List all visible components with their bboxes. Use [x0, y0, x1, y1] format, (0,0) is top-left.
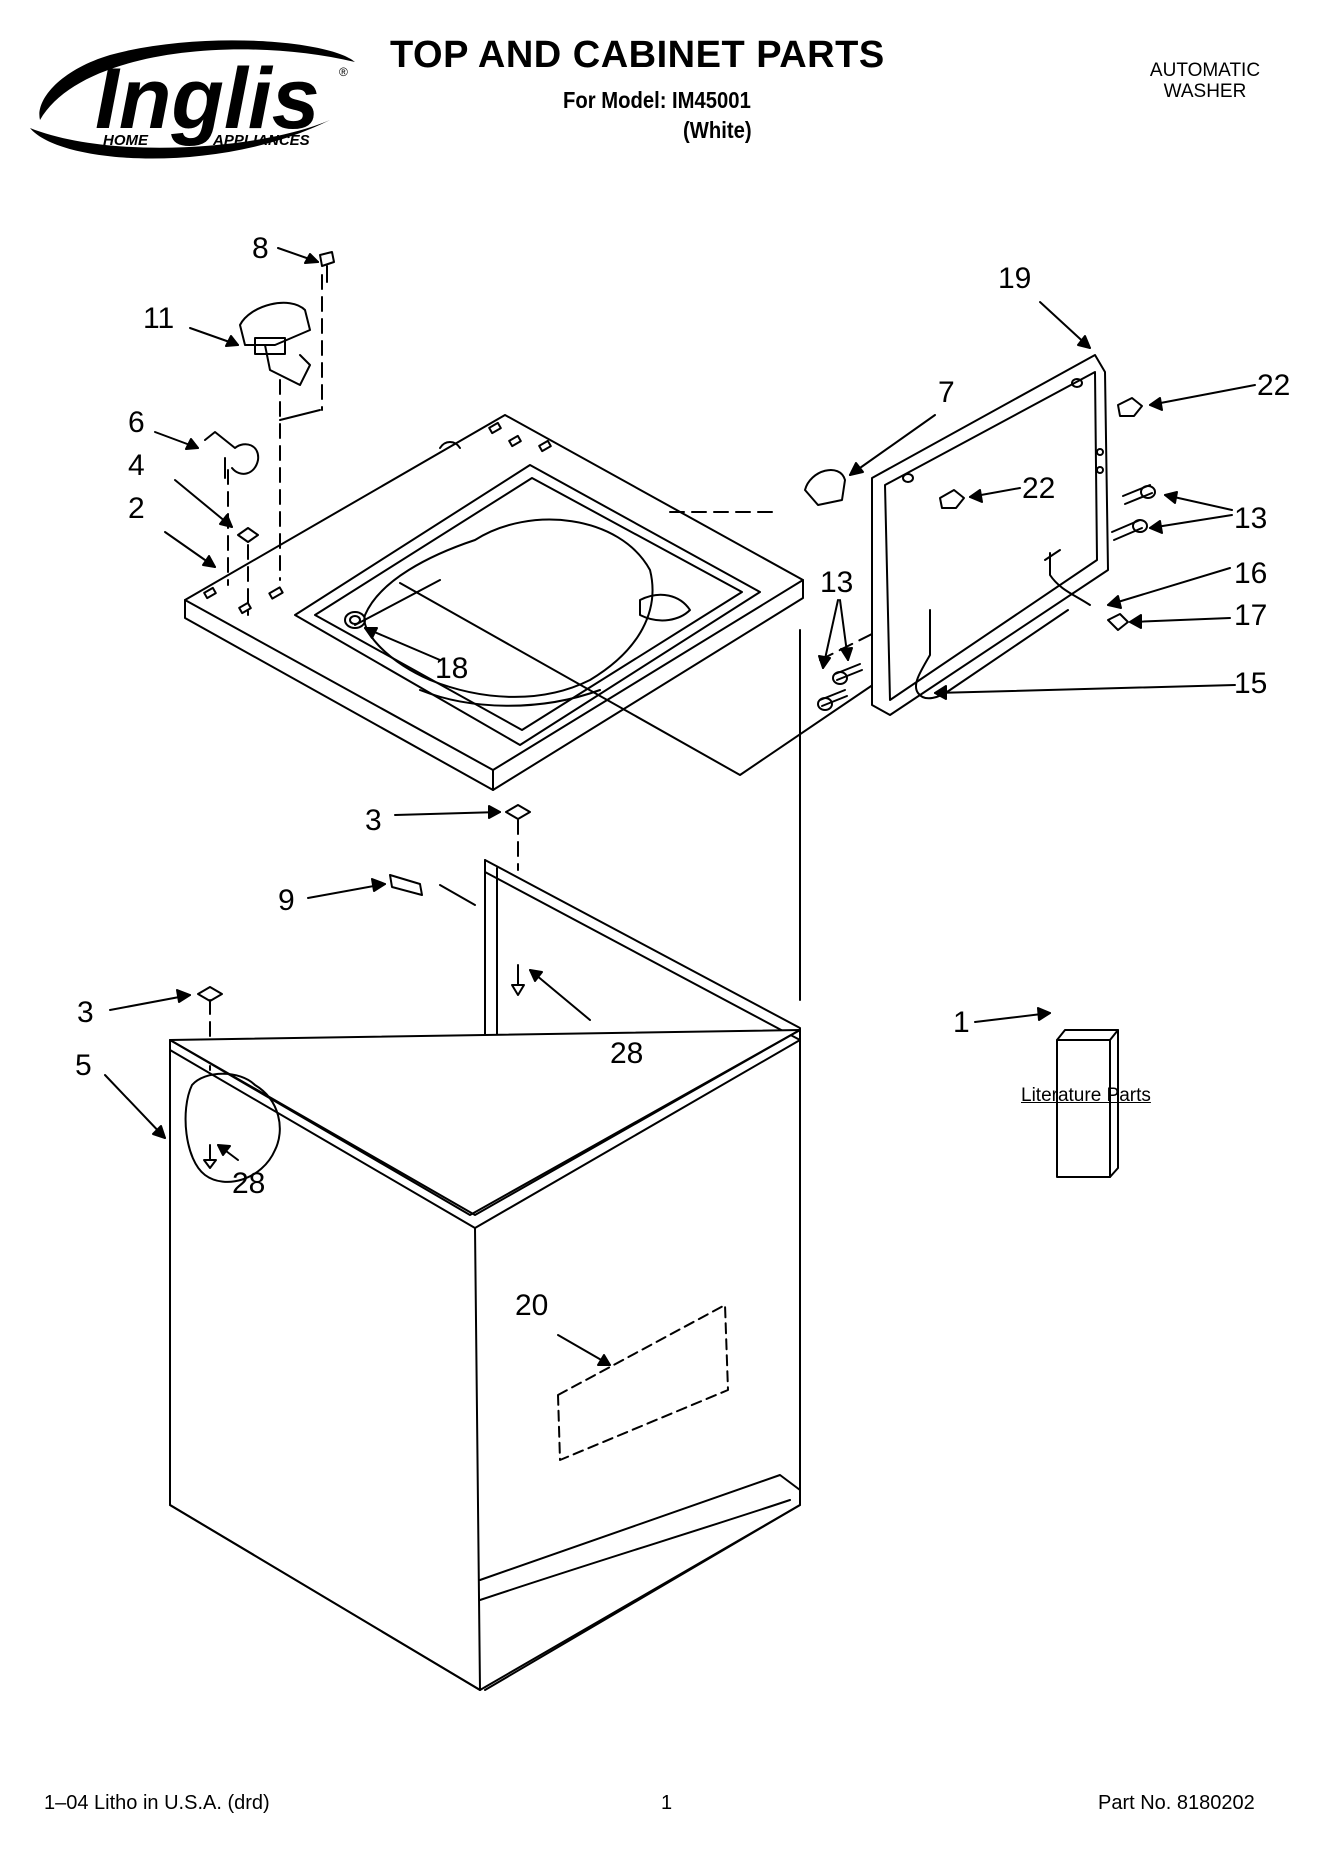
brand-tagline-home: HOME	[103, 132, 149, 149]
model-line: For Model: IM45001	[563, 87, 751, 113]
callout-13-right: 13	[1234, 502, 1267, 535]
lid-switch-assembly	[204, 251, 335, 543]
washer-cabinet	[169, 804, 801, 1691]
callout-20: 20	[515, 1289, 548, 1322]
product-type-line1: AUTOMATIC	[1149, 60, 1261, 81]
callout-arrows	[104, 247, 1256, 1366]
lid-panel	[817, 354, 1156, 716]
callout-1: 1	[953, 1006, 970, 1039]
brand-name: Inglis	[95, 51, 320, 147]
callout-8: 8	[252, 232, 269, 265]
callout-7: 7	[938, 376, 955, 409]
registered-mark: ®	[339, 65, 348, 79]
switch-bracket-line	[279, 409, 321, 421]
callout-5: 5	[75, 1049, 92, 1082]
callout-13-left: 13	[820, 566, 853, 599]
callout-3-top: 3	[365, 804, 382, 837]
product-type-line2: WASHER	[1163, 81, 1247, 102]
color-line: (White)	[683, 117, 752, 143]
callout-16: 16	[1234, 557, 1267, 590]
callout-19: 19	[998, 262, 1031, 295]
callout-18: 18	[435, 652, 468, 685]
literature-parts-label: Literature Parts	[1021, 1085, 1151, 1106]
callout-28-right: 28	[610, 1037, 643, 1070]
callout-28-left: 28	[232, 1167, 265, 1200]
hinge-guide-line	[399, 582, 881, 776]
callout-15: 15	[1234, 667, 1267, 700]
brand-logo: Inglis HOME APPLIANCES ®	[30, 40, 356, 159]
callout-2: 2	[128, 492, 145, 525]
washer-top-panel	[184, 414, 804, 791]
literature-booklet	[1056, 1029, 1119, 1178]
callout-11: 11	[143, 302, 174, 335]
callout-17: 17	[1234, 599, 1267, 632]
callout-22-top: 22	[1257, 369, 1290, 402]
callout-4: 4	[128, 449, 145, 482]
brand-tagline-appliances: APPLIANCES	[212, 132, 310, 149]
callout-numbers: 8 11 6 4 2 7 19 22 22 13 13 16 17 15 18 …	[75, 232, 1290, 1322]
lid-bumper-part-7	[804, 469, 846, 506]
footer-litho: 1–04 Litho in U.S.A. (drd)	[44, 1792, 270, 1814]
callout-6: 6	[128, 406, 145, 439]
callout-9: 9	[278, 884, 295, 917]
footer-part-number: Part No. 8180202	[1098, 1792, 1255, 1814]
callout-22-inner: 22	[1022, 472, 1055, 505]
callout-3-left: 3	[77, 996, 94, 1029]
footer-page-number: 1	[661, 1792, 673, 1814]
screw-9-guide	[439, 884, 476, 906]
page-title: TOP AND CABINET PARTS	[390, 34, 885, 76]
product-type: AUTOMATIC WASHER	[1130, 60, 1280, 102]
